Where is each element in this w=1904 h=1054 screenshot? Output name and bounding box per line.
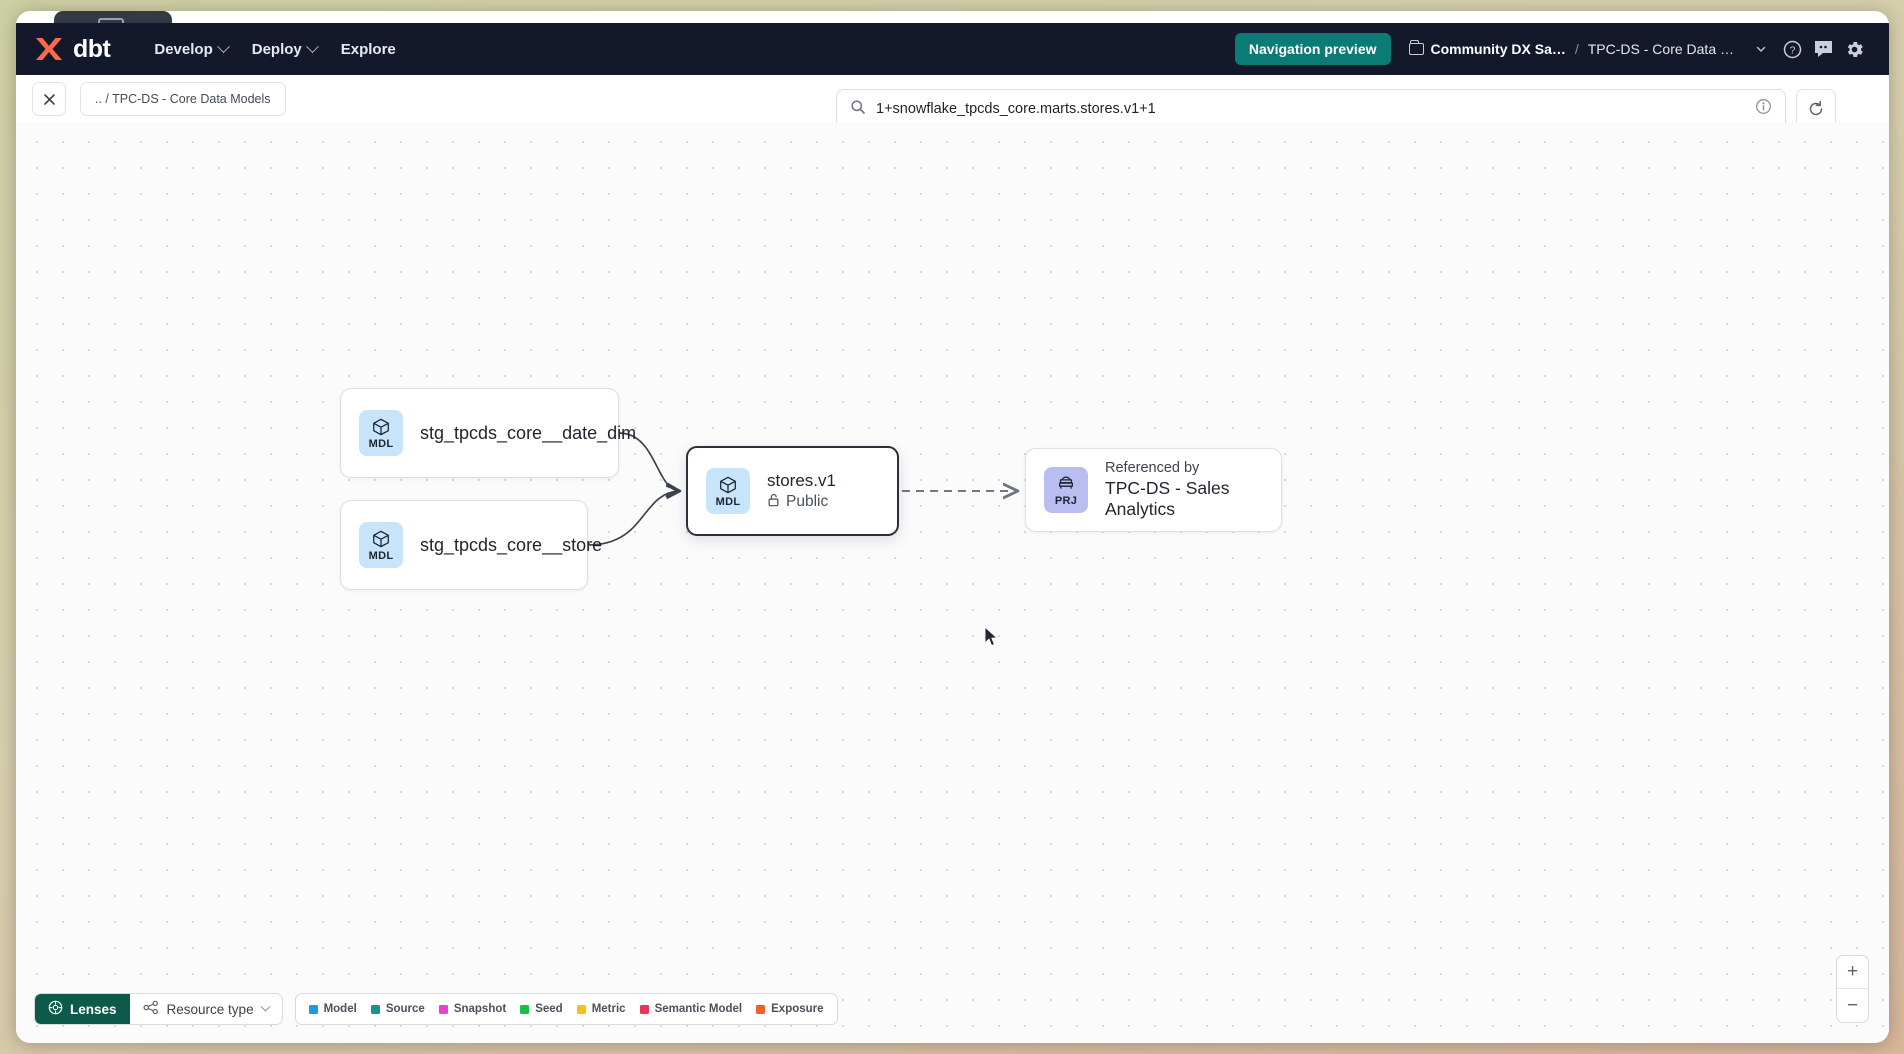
breadcrumb-chevron-down-icon[interactable] bbox=[1748, 36, 1774, 62]
folder-icon bbox=[1408, 40, 1424, 55]
lens-icon bbox=[48, 1000, 63, 1018]
nav-item-explore[interactable]: Explore bbox=[329, 34, 408, 65]
project-badge: PRJ bbox=[1044, 467, 1088, 513]
cube-icon bbox=[373, 418, 389, 435]
lineage-search-row bbox=[836, 89, 1836, 129]
model-badge: MDL bbox=[359, 410, 403, 456]
legend-swatch bbox=[576, 1004, 586, 1014]
legend-label: Source bbox=[385, 1003, 425, 1015]
resource-type-dropdown[interactable]: Resource type bbox=[129, 994, 282, 1024]
legend-swatch bbox=[639, 1004, 649, 1014]
project-badge-label: PRJ bbox=[1054, 494, 1078, 507]
graph-node-overline: Referenced by bbox=[1105, 460, 1200, 476]
lenses-group: Lenses Resource type bbox=[34, 993, 283, 1025]
legend-item-seed: Seed bbox=[520, 1003, 563, 1015]
graph-node-access-label: Public bbox=[786, 493, 829, 510]
top-navigation-bar: dbt Develop Deploy Explore Navigation pr… bbox=[16, 23, 1889, 75]
legend-item-exposure: Exposure bbox=[756, 1003, 824, 1015]
graph-node-title: stg_tpcds_core__store bbox=[420, 534, 603, 555]
graph-node-text: stores.v1 Public bbox=[767, 471, 836, 512]
zoom-out-button[interactable]: − bbox=[1846, 994, 1859, 1016]
breadcrumb-project[interactable]: TPC-DS - Core Data … bbox=[1587, 41, 1734, 57]
mouse-cursor bbox=[984, 625, 999, 653]
nav-item-develop-label: Develop bbox=[154, 40, 213, 58]
breadcrumb-account[interactable]: Community DX Sa… bbox=[1408, 40, 1566, 57]
refresh-lineage-button[interactable] bbox=[1796, 89, 1836, 129]
legend-label: Semantic Model bbox=[654, 1003, 743, 1015]
legend-swatch bbox=[370, 1004, 380, 1014]
legend-swatch bbox=[756, 1004, 766, 1014]
cube-icon bbox=[373, 530, 389, 547]
legend-swatch bbox=[520, 1004, 530, 1014]
navigation-preview-badge[interactable]: Navigation preview bbox=[1234, 33, 1391, 65]
brand-wordmark: dbt bbox=[73, 34, 111, 63]
graph-node-access: Public bbox=[767, 493, 836, 512]
graph-node-title: stores.v1 bbox=[767, 470, 836, 490]
legend-label: Seed bbox=[535, 1003, 563, 1015]
svg-text:?: ? bbox=[1789, 44, 1795, 56]
lineage-edges bbox=[587, 432, 1889, 546]
unlock-icon bbox=[767, 493, 780, 512]
legend-item-snapshot: Snapshot bbox=[438, 1003, 507, 1015]
legend-item-source: Source bbox=[370, 1003, 425, 1015]
breadcrumb-account-label: Community DX Sa… bbox=[1430, 41, 1566, 57]
zoom-in-button[interactable]: + bbox=[1837, 956, 1868, 989]
legend-label: Snapshot bbox=[453, 1003, 507, 1015]
legend-item-semantic-model: Semantic Model bbox=[639, 1003, 743, 1015]
help-icon[interactable]: ? bbox=[1779, 36, 1805, 62]
model-badge: MDL bbox=[359, 522, 403, 568]
graph-node-text: Referenced by TPC-DS - Sales Analytics bbox=[1105, 460, 1259, 520]
cube-icon bbox=[720, 476, 736, 493]
lineage-search-box[interactable] bbox=[836, 89, 1786, 129]
lineage-search-input[interactable] bbox=[876, 101, 1745, 117]
nav-item-develop[interactable]: Develop bbox=[142, 34, 239, 65]
layers-icon bbox=[1059, 476, 1073, 489]
model-badge-label: MDL bbox=[368, 437, 394, 450]
graph-node-title: TPC-DS - Sales Analytics bbox=[1105, 478, 1230, 519]
chevron-down-icon bbox=[260, 1001, 271, 1012]
legend-swatch bbox=[438, 1004, 448, 1014]
lineage-toolbar: .. / TPC-DS - Core Data Models bbox=[16, 75, 1889, 123]
nav-item-deploy[interactable]: Deploy bbox=[240, 34, 329, 65]
graph-node-stg-store[interactable]: MDL stg_tpcds_core__store bbox=[340, 500, 602, 590]
legend-label: Exposure bbox=[771, 1003, 824, 1015]
legend-label: Model bbox=[323, 1003, 357, 1015]
lineage-graph-canvas[interactable]: MDL stg_tpcds_core__date_dim MDL stg_tpc… bbox=[16, 123, 1889, 1043]
close-lineage-button[interactable] bbox=[32, 82, 66, 116]
model-badge: MDL bbox=[706, 468, 750, 514]
legend-swatch bbox=[308, 1004, 318, 1014]
zoom-controls: + − bbox=[1836, 955, 1869, 1023]
resource-type-legend: Model Source Snapshot Seed Metric Semant… bbox=[294, 993, 838, 1025]
lenses-label: Lenses bbox=[70, 1001, 117, 1017]
info-icon[interactable] bbox=[1755, 98, 1772, 120]
settings-gear-icon[interactable] bbox=[1841, 36, 1867, 62]
model-badge-label: MDL bbox=[368, 549, 394, 562]
chevron-down-icon bbox=[305, 39, 319, 53]
feedback-chat-icon[interactable] bbox=[1810, 36, 1836, 62]
nodes-icon bbox=[142, 1000, 159, 1018]
dbt-brand[interactable]: dbt bbox=[34, 34, 111, 64]
lenses-button[interactable]: Lenses bbox=[35, 994, 130, 1024]
graph-node-referenced-project[interactable]: PRJ Referenced by TPC-DS - Sales Analyti… bbox=[1025, 448, 1282, 532]
search-icon bbox=[850, 99, 866, 120]
browser-window: dbt Develop Deploy Explore Navigation pr… bbox=[16, 11, 1889, 1043]
project-breadcrumb-pill[interactable]: .. / TPC-DS - Core Data Models bbox=[80, 82, 286, 116]
graph-node-stores-v1[interactable]: MDL stores.v1 Public bbox=[686, 446, 899, 536]
graph-node-stg-date-dim[interactable]: MDL stg_tpcds_core__date_dim bbox=[340, 388, 636, 478]
chevron-down-icon bbox=[216, 39, 230, 53]
nav-item-explore-label: Explore bbox=[340, 40, 396, 58]
graph-bottom-toolbar: Lenses Resource type Model bbox=[34, 993, 838, 1025]
model-badge-label: MDL bbox=[715, 495, 741, 508]
resource-type-label: Resource type bbox=[166, 1001, 254, 1017]
nav-item-deploy-label: Deploy bbox=[251, 40, 302, 58]
account-breadcrumb: Community DX Sa… / TPC-DS - Core Data … bbox=[1408, 36, 1775, 62]
breadcrumb-separator: / bbox=[1574, 41, 1579, 57]
graph-node-title: stg_tpcds_core__date_dim bbox=[420, 422, 637, 443]
dbt-x-logo-icon bbox=[34, 35, 64, 63]
legend-item-metric: Metric bbox=[576, 1003, 626, 1015]
legend-item-model: Model bbox=[308, 1003, 357, 1015]
legend-label: Metric bbox=[591, 1003, 626, 1015]
